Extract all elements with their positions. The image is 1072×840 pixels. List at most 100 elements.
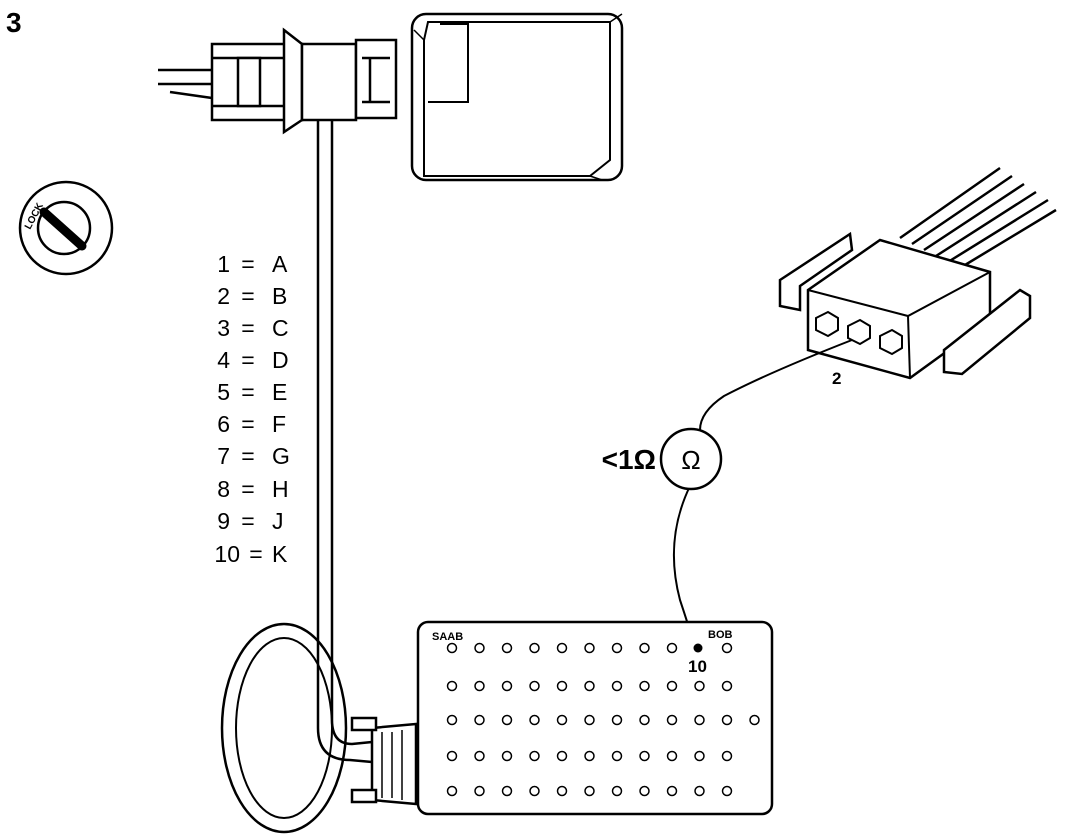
socket-hole — [474, 680, 485, 692]
socket-hole — [639, 785, 650, 797]
connector-pin-label: 2 — [832, 369, 841, 388]
socket-hole — [639, 642, 650, 654]
breakout-box: SAAB BOB 10 — [416, 620, 774, 816]
pin-equals: = — [241, 411, 254, 437]
pin-letter: A — [272, 251, 288, 277]
breakout-box-bob-label: BOB — [708, 629, 733, 641]
socket-hole — [666, 714, 678, 726]
pin-number: 2 — [217, 283, 230, 309]
socket-hole — [446, 714, 458, 726]
socket-hole — [611, 714, 623, 726]
socket-hole — [666, 642, 678, 654]
socket-hole — [721, 785, 733, 797]
pin-letter: D — [272, 347, 289, 373]
breakout-box-saab-label: SAAB — [432, 631, 463, 643]
harness-connector-top — [158, 27, 398, 135]
socket-hole — [584, 680, 595, 692]
probe-point — [693, 643, 703, 653]
socket-hole — [529, 642, 540, 654]
pin-equals: = — [249, 541, 262, 567]
socket-hole — [666, 750, 678, 762]
test-lead-upper — [699, 339, 853, 431]
socket-hole — [474, 642, 485, 654]
ignition-lock-icon: LOCK — [18, 180, 114, 276]
pin-equals: = — [241, 476, 254, 502]
socket-hole — [529, 680, 540, 692]
socket-hole — [639, 750, 650, 762]
socket-hole — [529, 714, 540, 726]
pin-number: 4 — [217, 347, 230, 373]
socket-hole — [474, 785, 485, 797]
socket-hole — [694, 680, 705, 692]
pin-letter: E — [272, 379, 287, 405]
harness-connector-right: 2 — [778, 166, 1057, 388]
pin-number: 7 — [217, 443, 230, 469]
socket-hole — [721, 680, 733, 692]
socket-hole — [666, 785, 678, 797]
socket-hole — [694, 714, 705, 726]
resistance-reading: <1Ω — [602, 444, 656, 475]
pin-equals: = — [241, 379, 254, 405]
control-module — [410, 12, 624, 182]
socket-hole — [721, 642, 733, 654]
socket-hole — [584, 785, 595, 797]
socket-hole — [694, 785, 705, 797]
socket-hole — [721, 750, 733, 762]
socket-hole — [446, 680, 458, 692]
socket-hole — [611, 750, 623, 762]
socket-hole — [556, 714, 568, 726]
socket-hole — [584, 642, 595, 654]
socket-hole — [721, 714, 733, 726]
pin-equals: = — [241, 315, 254, 341]
socket-hole — [639, 714, 650, 726]
socket-hole — [556, 680, 568, 692]
adapter-plug — [350, 716, 418, 806]
socket-hole — [611, 785, 623, 797]
ohmmeter: Ω <1Ω — [602, 427, 723, 491]
socket-hole — [666, 680, 678, 692]
socket-grid — [446, 642, 760, 797]
pin-letter: K — [272, 541, 288, 567]
socket-hole — [584, 714, 595, 726]
socket-hole — [556, 785, 568, 797]
pin-mapping-table: 1 = A 2 = B 3 = C 4 = D 5 = E 6 = F 7 = … — [214, 251, 289, 567]
ohm-symbol: Ω — [681, 445, 700, 475]
pin-number: 9 — [217, 508, 230, 534]
socket-hole — [501, 642, 513, 654]
pin-equals: = — [241, 283, 254, 309]
socket-hole — [529, 750, 540, 762]
socket-hole — [446, 785, 458, 797]
pin-number: 5 — [217, 379, 230, 405]
socket-hole — [501, 714, 513, 726]
pin-number: 3 — [217, 315, 230, 341]
socket-hole — [639, 680, 650, 692]
socket-hole — [694, 750, 705, 762]
probe-pin-label: 10 — [688, 657, 707, 676]
socket-hole — [501, 680, 513, 692]
socket-hole — [474, 714, 485, 726]
pin-letter: B — [272, 283, 287, 309]
socket-hole — [501, 785, 513, 797]
pin-letter: J — [272, 508, 284, 534]
pin-number: 6 — [217, 411, 230, 437]
socket-hole — [749, 714, 760, 726]
pin-equals: = — [241, 251, 254, 277]
step-number: 3 — [6, 7, 22, 38]
pin-letter: G — [272, 443, 290, 469]
socket-hole — [474, 750, 485, 762]
pin-number: 10 — [214, 541, 240, 567]
socket-hole — [446, 750, 458, 762]
socket-hole — [584, 750, 595, 762]
socket-hole — [501, 750, 513, 762]
adapter-cable — [220, 120, 373, 834]
socket-hole — [611, 642, 623, 654]
pin-equals: = — [241, 347, 254, 373]
socket-hole — [556, 750, 568, 762]
pin-number: 1 — [217, 251, 230, 277]
socket-hole — [529, 785, 540, 797]
socket-hole — [446, 642, 458, 654]
pin-letter: H — [272, 476, 289, 502]
pin-letter: C — [272, 315, 289, 341]
pin-number: 8 — [217, 476, 230, 502]
